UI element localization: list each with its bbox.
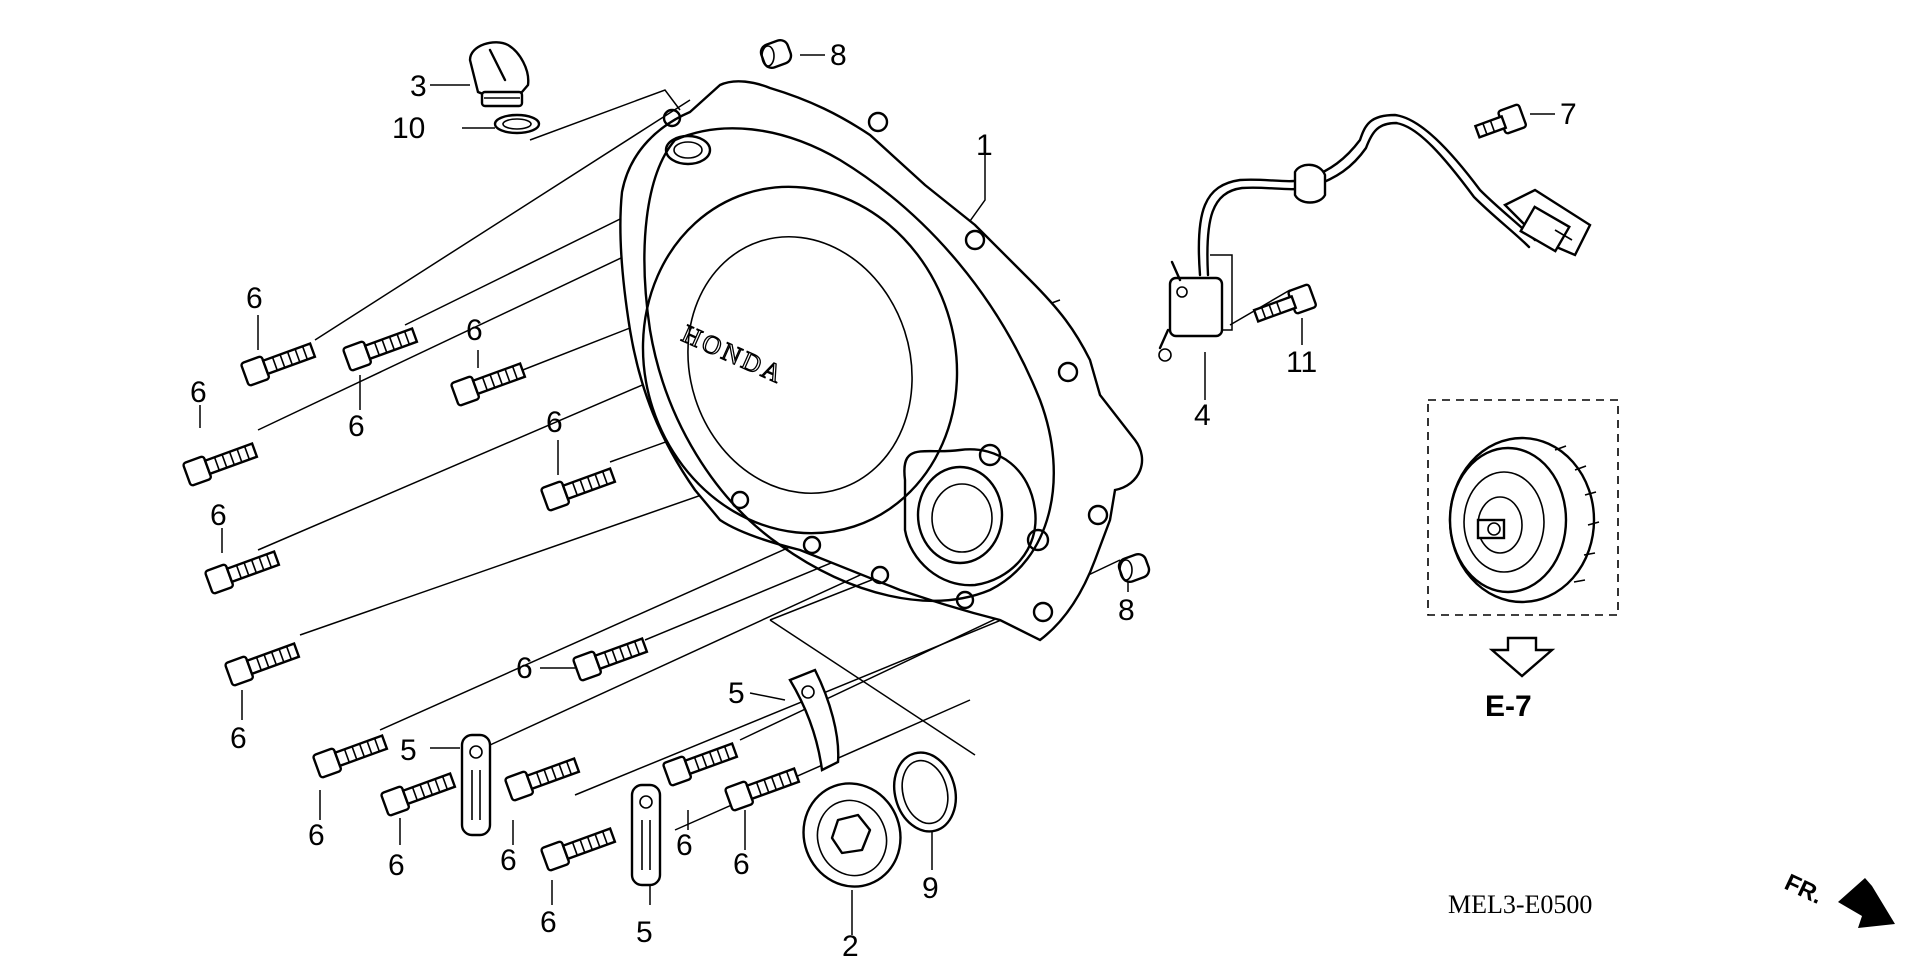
crankshaft-hole-cap (802, 782, 902, 888)
flange-bolt (204, 550, 281, 595)
flange-bolt (342, 327, 419, 372)
flange-bolt (312, 734, 389, 779)
dowel-pin-lower (1117, 552, 1151, 584)
callout-6: 6 (210, 499, 227, 532)
callout-10: 10 (392, 112, 425, 145)
diagram-code: MEL3-E0500 (1448, 890, 1592, 919)
reference-frame (1427, 399, 1619, 616)
callout-6: 6 (348, 410, 365, 443)
callout-6: 6 (246, 282, 263, 315)
callout-9: 9 (922, 872, 939, 905)
callout-6: 6 (546, 406, 563, 439)
front-direction-arrow (1838, 878, 1895, 928)
o-ring-small (493, 113, 541, 135)
callout-5-center: 5 (636, 916, 653, 949)
callout-1: 1 (976, 129, 993, 162)
callout-6: 6 (500, 844, 517, 877)
callout-6: 6 (676, 829, 693, 862)
flange-bolt (450, 362, 527, 407)
flange-bolt (504, 757, 581, 802)
callout-labels: 1 2 3 4 5 5 5 6 6 6 6 6 6 6 6 6 6 6 6 6 … (190, 39, 1577, 960)
flange-bolts (182, 103, 1527, 872)
flange-bolt (182, 442, 259, 487)
flange-bolt (724, 767, 801, 812)
callout-11: 11 (1286, 346, 1317, 379)
callout-8-lower: 8 (1118, 594, 1135, 627)
callout-6: 6 (308, 819, 325, 852)
callout-6: 6 (540, 906, 557, 939)
callout-2: 2 (842, 930, 859, 960)
flywheel-rotor (1448, 436, 1600, 604)
oil-filler-cap (468, 41, 530, 108)
callout-3: 3 (410, 70, 427, 103)
dowel-pin-upper (759, 38, 793, 70)
flange-bolt (240, 342, 317, 387)
flange-bolt (224, 642, 301, 687)
direction-label: FR. (1780, 869, 1826, 910)
o-ring-large (893, 751, 957, 833)
callout-6: 6 (388, 849, 405, 882)
flange-bolt (540, 467, 617, 512)
wire-clamp-left (460, 733, 492, 837)
reference-label: E-7 (1485, 690, 1532, 723)
callout-8-upper: 8 (830, 39, 847, 72)
gear-position-sensor (1158, 113, 1592, 362)
callout-5-right: 5 (728, 677, 745, 710)
wire-clamp-center (630, 783, 662, 887)
reference-arrow (1488, 636, 1556, 678)
flange-bolt (572, 637, 649, 682)
callout-6: 6 (516, 652, 533, 685)
callout-4: 4 (1194, 399, 1211, 432)
callout-6: 6 (230, 722, 247, 755)
wire-clamp-curved (788, 668, 840, 772)
callout-6: 6 (466, 314, 483, 347)
callout-7: 7 (1560, 98, 1577, 131)
flange-bolt (662, 742, 739, 787)
flange-bolt-7 (1473, 103, 1527, 139)
flange-bolt (540, 827, 617, 872)
callout-6: 6 (733, 848, 750, 881)
callout-6: 6 (190, 376, 207, 409)
callout-5-left: 5 (400, 734, 417, 767)
crankcase-cover: HONDA (619, 80, 1144, 642)
flange-bolt (380, 772, 457, 817)
flange-bolt-11 (1252, 283, 1317, 323)
